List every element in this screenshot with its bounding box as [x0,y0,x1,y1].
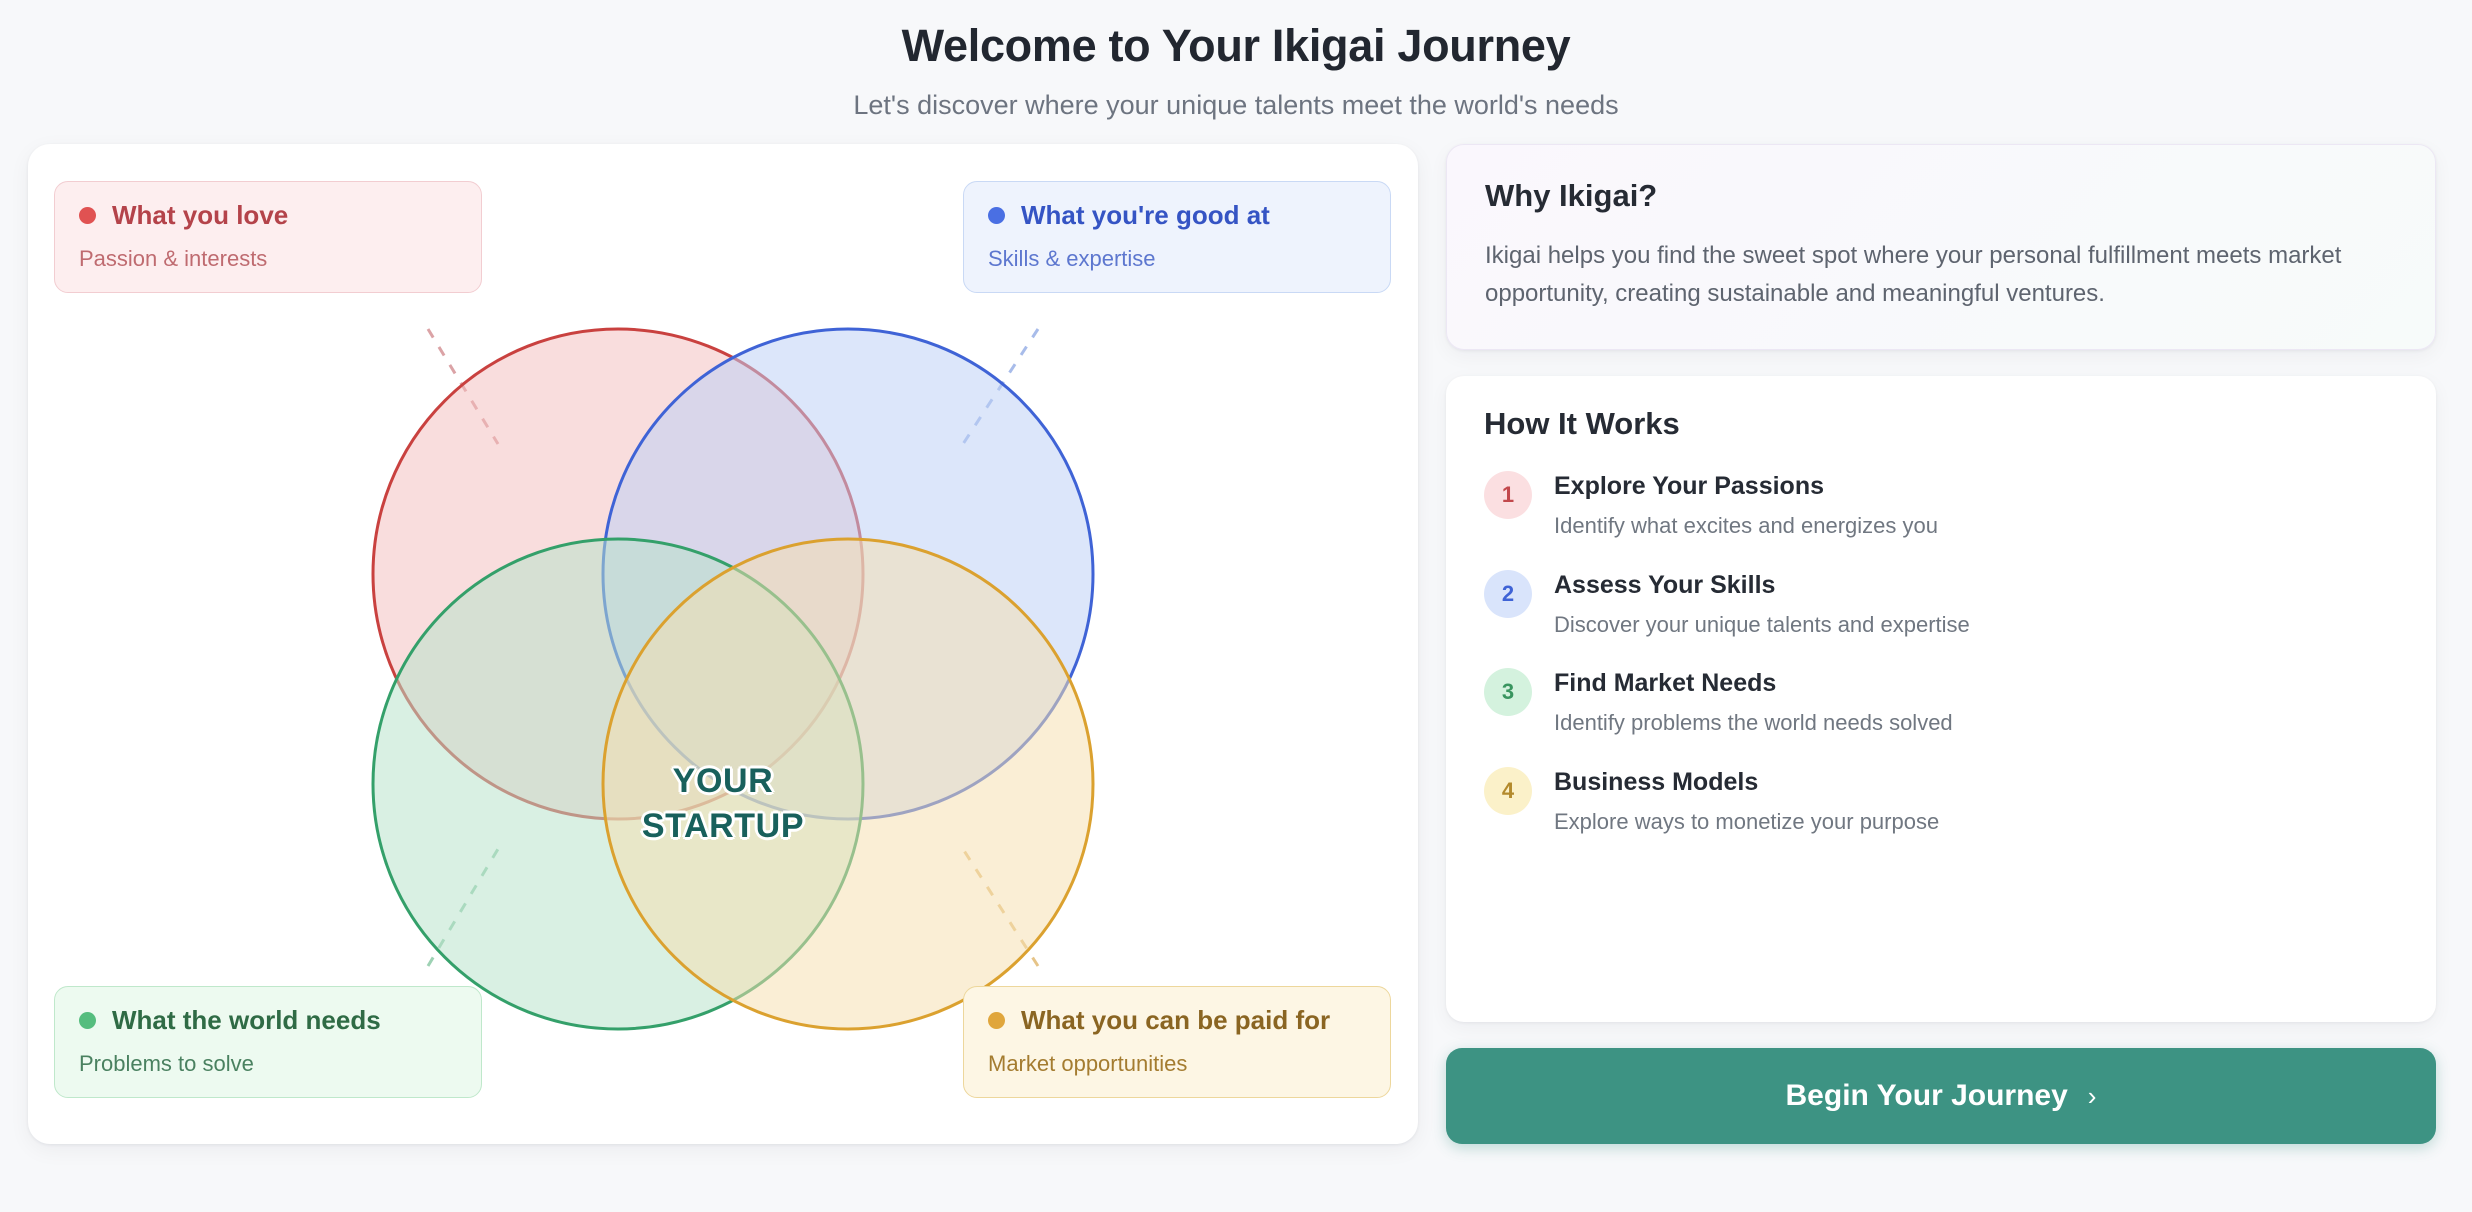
begin-your-journey-button[interactable]: Begin Your Journey › [1446,1048,2436,1145]
page-header: Welcome to Your Ikigai Journey Let's dis… [0,0,2472,121]
why-ikigai-body: Ikigai helps you find the sweet spot whe… [1485,242,2342,308]
step-number-badge: 1 [1484,471,1532,520]
world-needs-dot-icon [79,1012,96,1030]
quadrant-title-row: What you're good at [988,201,1366,230]
step-title: Explore Your Passions [1554,472,1825,501]
why-ikigai-title: Why Ikigai? [1485,178,1658,214]
main-content: YOUR STARTUP What you love Passion & int… [0,121,2472,1212]
page-title: Welcome to Your Ikigai Journey [901,20,1571,71]
venn-stage: YOUR STARTUP What you love Passion & int… [28,144,1418,1144]
quadrant-label-love: What you love [112,200,289,231]
begin-your-journey-label: Begin Your Journey [1785,1079,2068,1113]
step-description: Explore ways to monetize your purpose [1554,808,1940,834]
page-subtitle: Let's discover where your unique talents… [853,90,1619,121]
step-title: Business Models [1554,767,1759,796]
step-number-badge: 2 [1484,569,1532,618]
quadrant-card-world-needs[interactable]: What the world needs Problems to solve [54,986,482,1098]
love-dot-icon [79,207,96,225]
ikigai-venn-panel: YOUR STARTUP What you love Passion & int… [28,144,1418,1145]
quadrant-title-row: What you love [79,201,457,230]
quadrant-card-paid-for[interactable]: What you can be paid for Market opportun… [963,986,1391,1098]
chevron-right-icon: › [2087,1081,2097,1112]
quadrant-card-good-at[interactable]: What you're good at Skills & expertise [963,181,1391,293]
step-title: Assess Your Skills [1554,570,1776,599]
step-number-badge: 4 [1484,766,1532,815]
quadrant-title-row: What you can be paid for [988,1006,1366,1035]
quadrant-card-love[interactable]: What you love Passion & interests [54,181,482,293]
paid-for-dot-icon [988,1012,1005,1030]
step-title: Find Market Needs [1554,669,1777,698]
quadrant-sub-love: Passion & interests [79,245,268,271]
venn-center-line-1: YOUR [672,762,774,801]
step-description: Discover your unique talents and experti… [1554,611,1970,637]
quadrant-label-paid-for: What you can be paid for [1021,1005,1331,1036]
venn-diagram [371,327,1095,1031]
step-description: Identify what excites and energizes you [1554,513,1939,539]
quadrant-sub-paid-for: Market opportunities [988,1050,1188,1076]
venn-center-label: YOUR STARTUP [623,759,823,849]
quadrant-sub-good-at: Skills & expertise [988,245,1156,271]
quadrant-label-world-needs: What the world needs [112,1005,381,1036]
step-description: Identify problems the world needs solved [1554,710,1953,736]
quadrant-sub-world-needs: Problems to solve [79,1050,254,1076]
step-number-badge: 3 [1484,668,1532,717]
good-at-dot-icon [988,207,1005,225]
venn-circles [371,327,1095,1031]
why-ikigai-card: Why Ikigai? Ikigai helps you find the sw… [1446,144,2436,351]
venn-center-line-2: STARTUP [641,807,805,846]
quadrant-title-row: What the world needs [79,1006,457,1035]
venn-circle-paid [601,537,1095,1031]
info-sidebar: Why Ikigai? Ikigai helps you find the sw… [1446,144,2436,1145]
quadrant-label-good-at: What you're good at [1021,200,1270,231]
how-it-works-title: How It Works [1484,406,1680,442]
